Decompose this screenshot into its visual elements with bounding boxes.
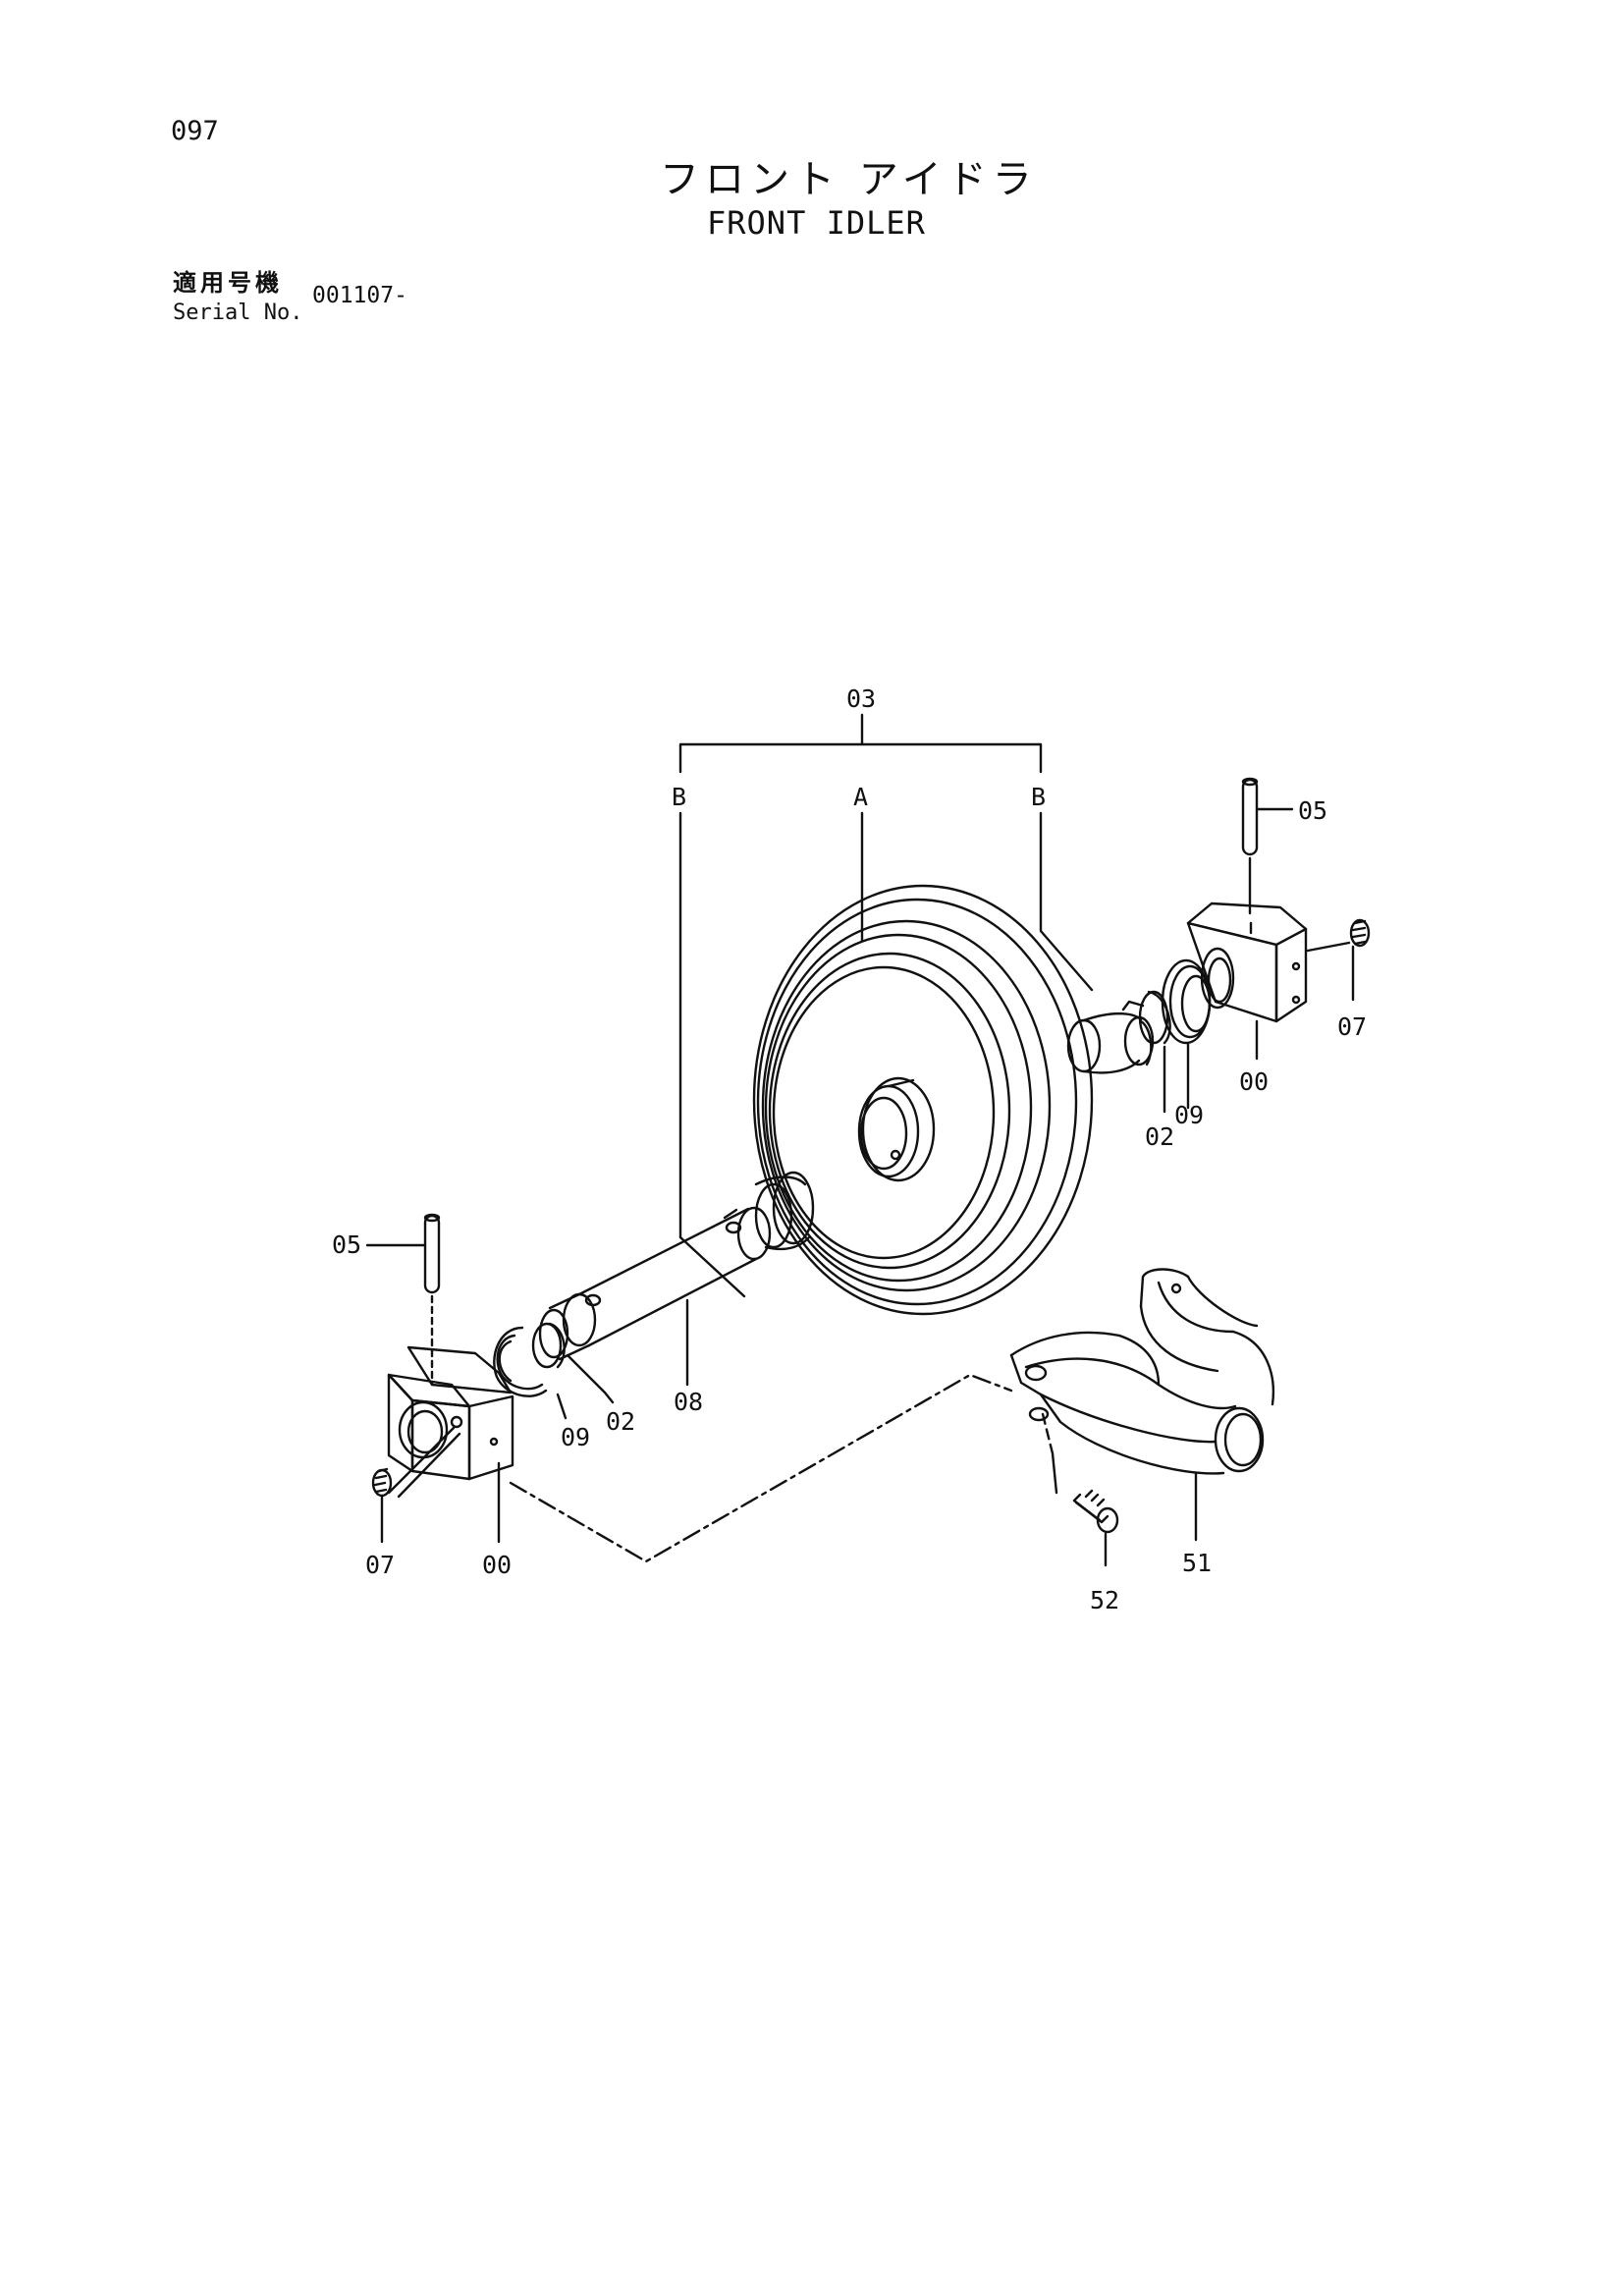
yoke [1009,1268,1274,1542]
serial-label-english: Serial No. [173,301,303,325]
callout-pin-right: 05 [1298,796,1327,825]
plug-right [1306,918,1371,1002]
page-number: 097 [171,116,219,146]
seal-right [1161,958,1212,1110]
seal-left [493,1326,568,1420]
callout-plug-left: 07 [365,1551,395,1579]
bracket-left [387,1345,514,1544]
bracket-right [1186,902,1308,1061]
collar-left [531,1322,615,1404]
callout-assembly: 03 [846,684,876,713]
callout-collar-left: 02 [606,1407,635,1436]
collar-right [1138,990,1171,1114]
callout-bolt: 52 [1090,1586,1119,1614]
bushing-right [1066,1000,1155,1074]
plug-left [371,1467,393,1544]
callout-bracket-right: 00 [1239,1067,1269,1096]
callout-pin-left: 05 [332,1230,361,1259]
callout-yoke: 51 [1182,1549,1212,1577]
idler-wheel [752,884,1094,1316]
title-english: FRONT IDLER [707,204,926,242]
shaft [538,1206,772,1387]
callout-plug-right: 07 [1337,1012,1367,1041]
bushing-left [754,1171,815,1251]
callout-shaft: 08 [674,1388,703,1416]
callout-seal-right: 09 [1174,1101,1204,1129]
bolt [1041,1412,1119,1567]
callout-bushing-b-right: B [1031,783,1046,811]
callout-wheel-a: A [853,783,868,811]
serial-label-japanese: 適用号機 [173,269,283,297]
pin-left [365,1213,441,1387]
assembly-bracket-lines [678,713,1094,1298]
connection-dash-dot-line [509,1373,1013,1563]
pin-right [1241,777,1294,915]
callout-bushing-b-left: B [672,783,686,811]
title-japanese: フロント アイドラ [660,157,1038,202]
callout-collar-right: 02 [1145,1122,1174,1151]
serial-number-value: 001107- [312,283,407,308]
callout-bracket-left: 00 [482,1551,512,1579]
callout-seal-left: 09 [561,1423,590,1451]
